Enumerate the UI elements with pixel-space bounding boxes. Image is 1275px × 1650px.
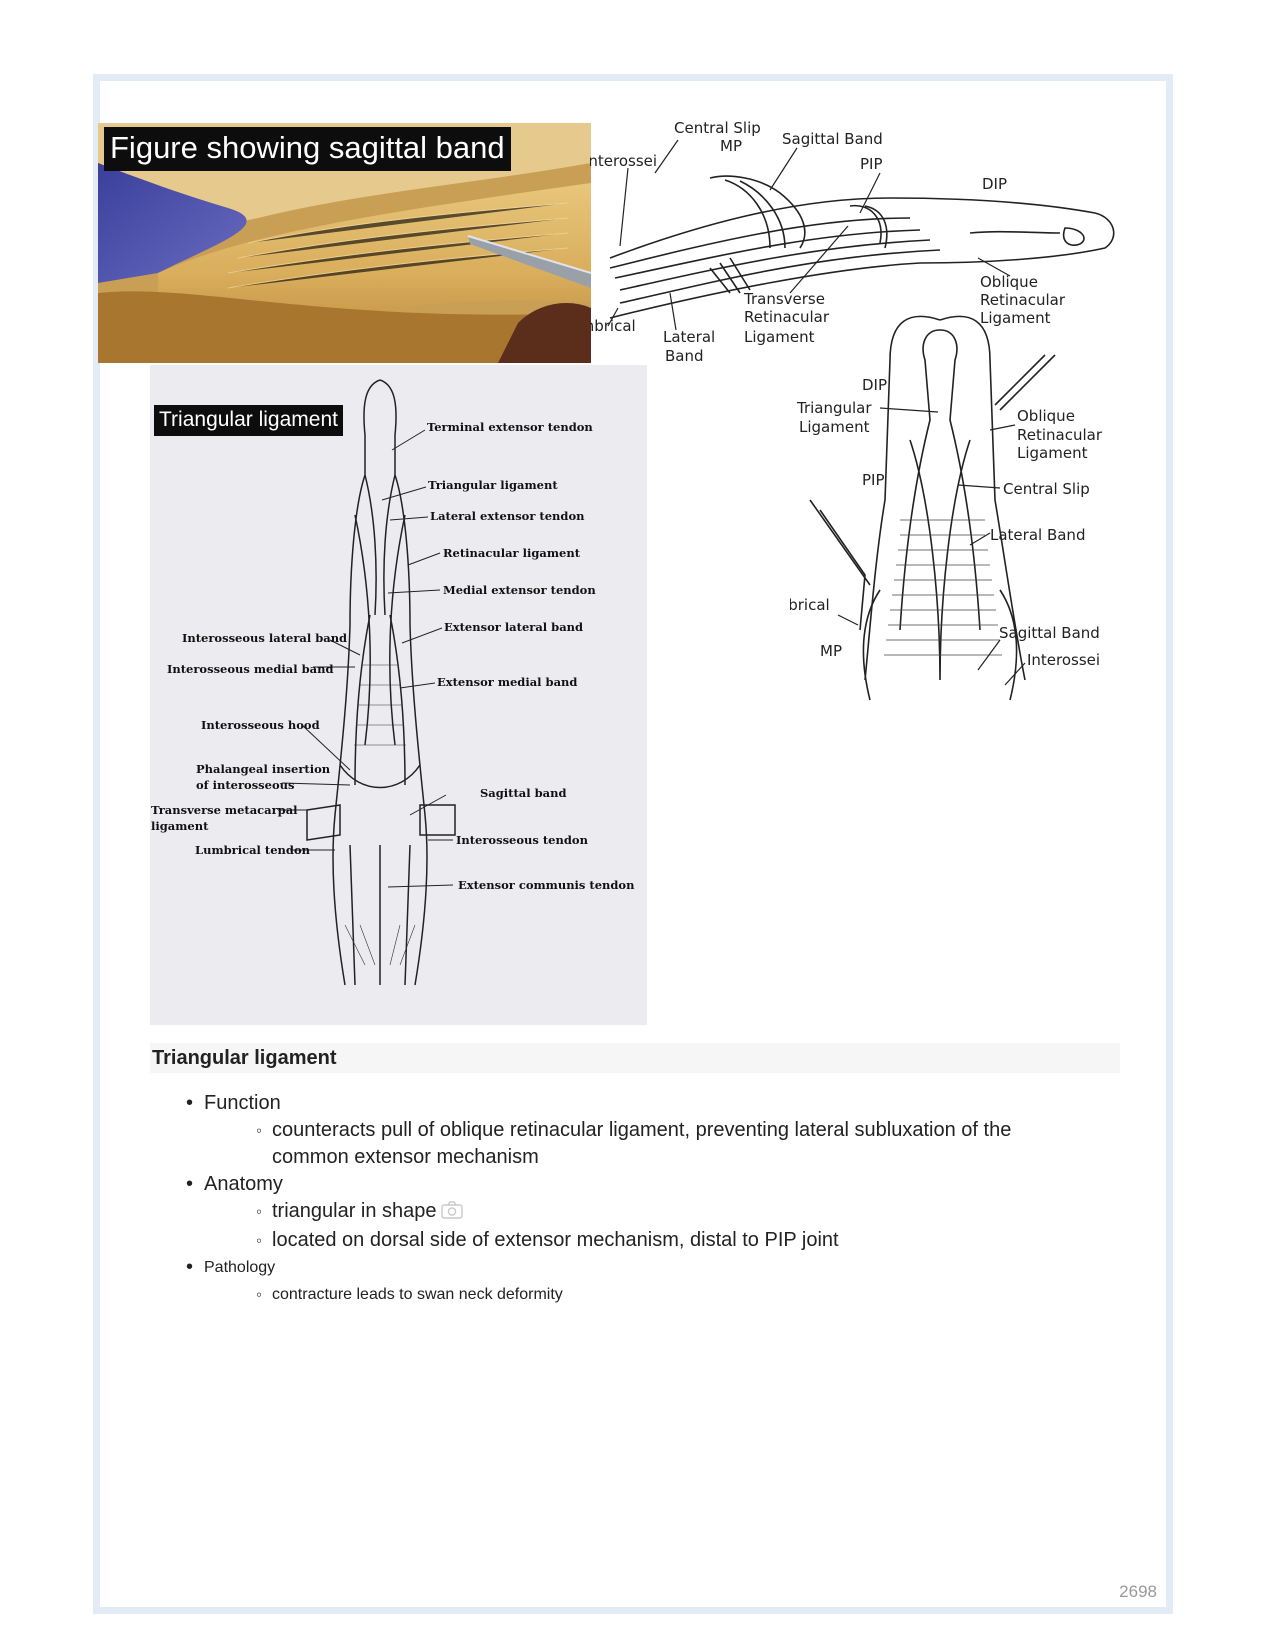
- triangular-ligament-diagram: Terminal extensor tendon Triangular liga…: [150, 365, 647, 1025]
- section-title: Triangular ligament: [150, 1043, 1120, 1073]
- tri-label-trans-2: ligament: [151, 819, 209, 833]
- label-pip: PIP: [860, 155, 883, 173]
- list-subitem-text: triangular in shape: [272, 1200, 437, 1222]
- list-subitem: contracture leads to swan neck deformity: [256, 1281, 1080, 1308]
- label-oblique-1: Oblique: [980, 273, 1038, 291]
- tri-label-medial-ext: Medial extensor tendon: [443, 583, 596, 597]
- label-transverse-3: Ligament: [744, 328, 815, 346]
- tri-label-retinacular: Retinacular ligament: [443, 546, 581, 560]
- list-item-label: Pathology: [204, 1259, 276, 1276]
- list-item-label: Function: [204, 1092, 281, 1114]
- tri-label-int-hood: Interosseous hood: [201, 718, 320, 732]
- label-dip: DIP: [982, 175, 1007, 193]
- list-item-function: Function counteracts pull of oblique ret…: [180, 1090, 1080, 1171]
- tri-label-triangular: Triangular ligament: [428, 478, 558, 492]
- tri-label-phal-1: Phalangeal insertion: [196, 762, 331, 776]
- dorsal-label-lateral-band: Lateral Band: [990, 526, 1085, 544]
- tri-label-lateral-ext: Lateral extensor tendon: [430, 509, 585, 523]
- label-transverse-1: Transverse: [743, 290, 825, 308]
- tri-label-ext-medial-band: Extensor medial band: [437, 675, 577, 689]
- label-lateral-2: Band: [665, 347, 704, 365]
- dorsal-label-central-slip: Central Slip: [1003, 480, 1090, 498]
- label-lateral-1: Lateral: [663, 328, 715, 346]
- dorsal-label-pip: PIP: [862, 471, 885, 489]
- dorsal-label-sagittal-band: Sagittal Band: [999, 624, 1100, 642]
- tri-label-trans-1: Transverse metacarpal: [151, 803, 298, 817]
- tri-label-int-tendon: Interosseous tendon: [456, 833, 589, 847]
- tri-label-sagittal: Sagittal band: [480, 786, 567, 800]
- list-item-pathology: Pathology contracture leads to swan neck…: [180, 1254, 1080, 1308]
- label-interossei: Interossei: [590, 152, 657, 170]
- tri-label-phal-2: of interosseous: [196, 778, 294, 792]
- tri-label-int-medial: Interosseous medial band: [167, 662, 334, 676]
- tri-label-ext-communis: Extensor communis tendon: [458, 878, 635, 892]
- camera-icon[interactable]: [440, 1200, 463, 1227]
- label-sagittal-band: Sagittal Band: [782, 130, 883, 148]
- tri-label-int-lateral: Interosseous lateral band: [182, 631, 347, 645]
- label-lumbrical: Lumbrical: [590, 317, 636, 335]
- dorsal-label-triangular-1: Triangular: [796, 399, 872, 417]
- finger-dorsal-view-diagram: DIP Triangular Ligament Oblique Retinacu…: [756, 300, 1180, 790]
- list-subitem: located on dorsal side of extensor mecha…: [256, 1227, 1080, 1254]
- dorsal-label-oblique-1: Oblique: [1017, 407, 1075, 425]
- page-number: 2698: [1119, 1582, 1157, 1601]
- dorsal-label-oblique-2: Retinacular: [1017, 426, 1103, 444]
- label-oblique-2: Retinacular: [980, 291, 1066, 309]
- list-subitem: counteracts pull of oblique retinacular …: [256, 1117, 1080, 1171]
- tri-label-terminal: Terminal extensor tendon: [427, 420, 593, 434]
- label-transverse-2: Retinacular: [744, 308, 830, 326]
- dorsal-label-dip: DIP: [862, 376, 887, 394]
- tri-label-lumbrical: Lumbrical tendon: [195, 843, 311, 857]
- dorsal-label-triangular-2: Ligament: [799, 418, 870, 436]
- topic-outline: Function counteracts pull of oblique ret…: [180, 1090, 1080, 1308]
- list-item-anatomy: Anatomy triangular in shape located on d…: [180, 1171, 1080, 1254]
- dorsal-label-mp: MP: [820, 642, 842, 660]
- photo-caption: Figure showing sagittal band: [104, 127, 511, 171]
- list-subitem: triangular in shape: [256, 1198, 1080, 1227]
- sagittal-band-photo: Figure showing sagittal band: [98, 123, 591, 363]
- dorsal-label-oblique-3: Ligament: [1017, 444, 1088, 462]
- label-central-slip: Central Slip: [674, 119, 761, 137]
- label-mp: MP: [720, 137, 742, 155]
- label-oblique-3: Ligament: [980, 309, 1051, 327]
- dorsal-label-lumbrical: Lumbrical: [790, 596, 830, 614]
- list-item-label: Anatomy: [204, 1173, 283, 1195]
- dorsal-label-interossei: Interossei: [1027, 651, 1100, 669]
- tri-label-ext-lateral-band: Extensor lateral band: [444, 620, 583, 634]
- triangular-caption: Triangular ligament: [154, 405, 343, 436]
